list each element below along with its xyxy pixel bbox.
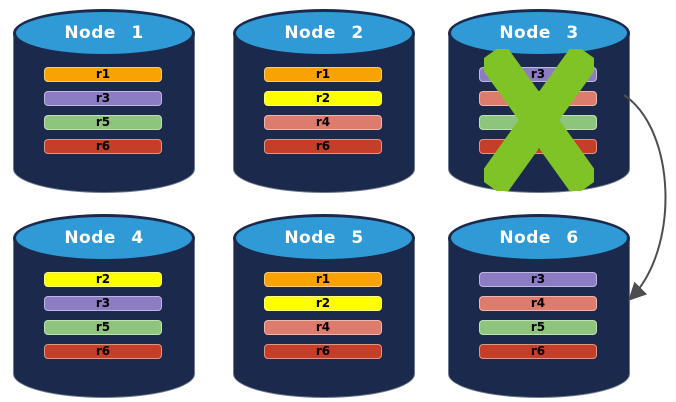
replica-bar-r6: r6 [264, 139, 382, 154]
replica-list: r3 r4 r5 r6 [479, 272, 597, 368]
replica-list: r2 r3 r5 r6 [44, 272, 162, 368]
replica-bar-r6: r6 [479, 344, 597, 359]
node-title: Node 5 [284, 228, 364, 248]
replica-bar-r2: r2 [44, 272, 162, 287]
cylinder-top: Node 4 [13, 214, 195, 262]
replica-bar-r4: r4 [264, 115, 382, 130]
replica-bar-r5: r5 [44, 115, 162, 130]
cylinder-body [233, 238, 415, 398]
replica-bar-r2: r2 [264, 91, 382, 106]
failover-arrow-path [623, 94, 667, 301]
db-node-4: Node 4 r2 r3 r5 r6 [13, 214, 195, 398]
node-title: Node 1 [64, 23, 144, 43]
replica-bar-r5: r5 [479, 320, 597, 335]
replica-bar-r2: r2 [264, 296, 382, 311]
replica-bar-r3: r3 [44, 91, 162, 106]
replica-bar-r3: r3 [479, 272, 597, 287]
cylinder-top: Node 1 [13, 9, 195, 57]
replica-bar-r4: r4 [264, 320, 382, 335]
cylinder-body [233, 33, 415, 193]
cylinder-body [448, 238, 630, 398]
cylinder-body [13, 33, 195, 193]
cylinder-top: Node 5 [233, 214, 415, 262]
node-title: Node 2 [284, 23, 364, 43]
replica-bar-r6: r6 [264, 344, 382, 359]
replica-list: r1 r2 r4 r6 [264, 272, 382, 368]
cylinder-top: Node 2 [233, 9, 415, 57]
replica-bar-r6: r6 [44, 139, 162, 154]
failure-x-icon [484, 49, 594, 191]
replica-bar-r1: r1 [264, 67, 382, 82]
replica-bar-r6: r6 [44, 344, 162, 359]
replica-bar-r5: r5 [44, 320, 162, 335]
db-node-5: Node 5 r1 r2 r4 r6 [233, 214, 415, 398]
db-node-1: Node 1 r1 r3 r5 r6 [13, 9, 195, 193]
cylinder-top: Node 6 [448, 214, 630, 262]
replica-bar-r3: r3 [44, 296, 162, 311]
replica-list: r1 r3 r5 r6 [44, 67, 162, 163]
cylinder-body [13, 238, 195, 398]
node-title: Node 3 [499, 23, 579, 43]
node-title: Node 6 [499, 228, 579, 248]
replica-bar-r1: r1 [44, 67, 162, 82]
db-node-6: Node 6 r3 r4 r5 r6 [448, 214, 630, 398]
replica-list: r1 r2 r4 r6 [264, 67, 382, 163]
node-title: Node 4 [64, 228, 144, 248]
replica-bar-r1: r1 [264, 272, 382, 287]
db-node-2: Node 2 r1 r2 r4 r6 [233, 9, 415, 193]
replica-bar-r4: r4 [479, 296, 597, 311]
cylinder-top: Node 3 [448, 9, 630, 57]
